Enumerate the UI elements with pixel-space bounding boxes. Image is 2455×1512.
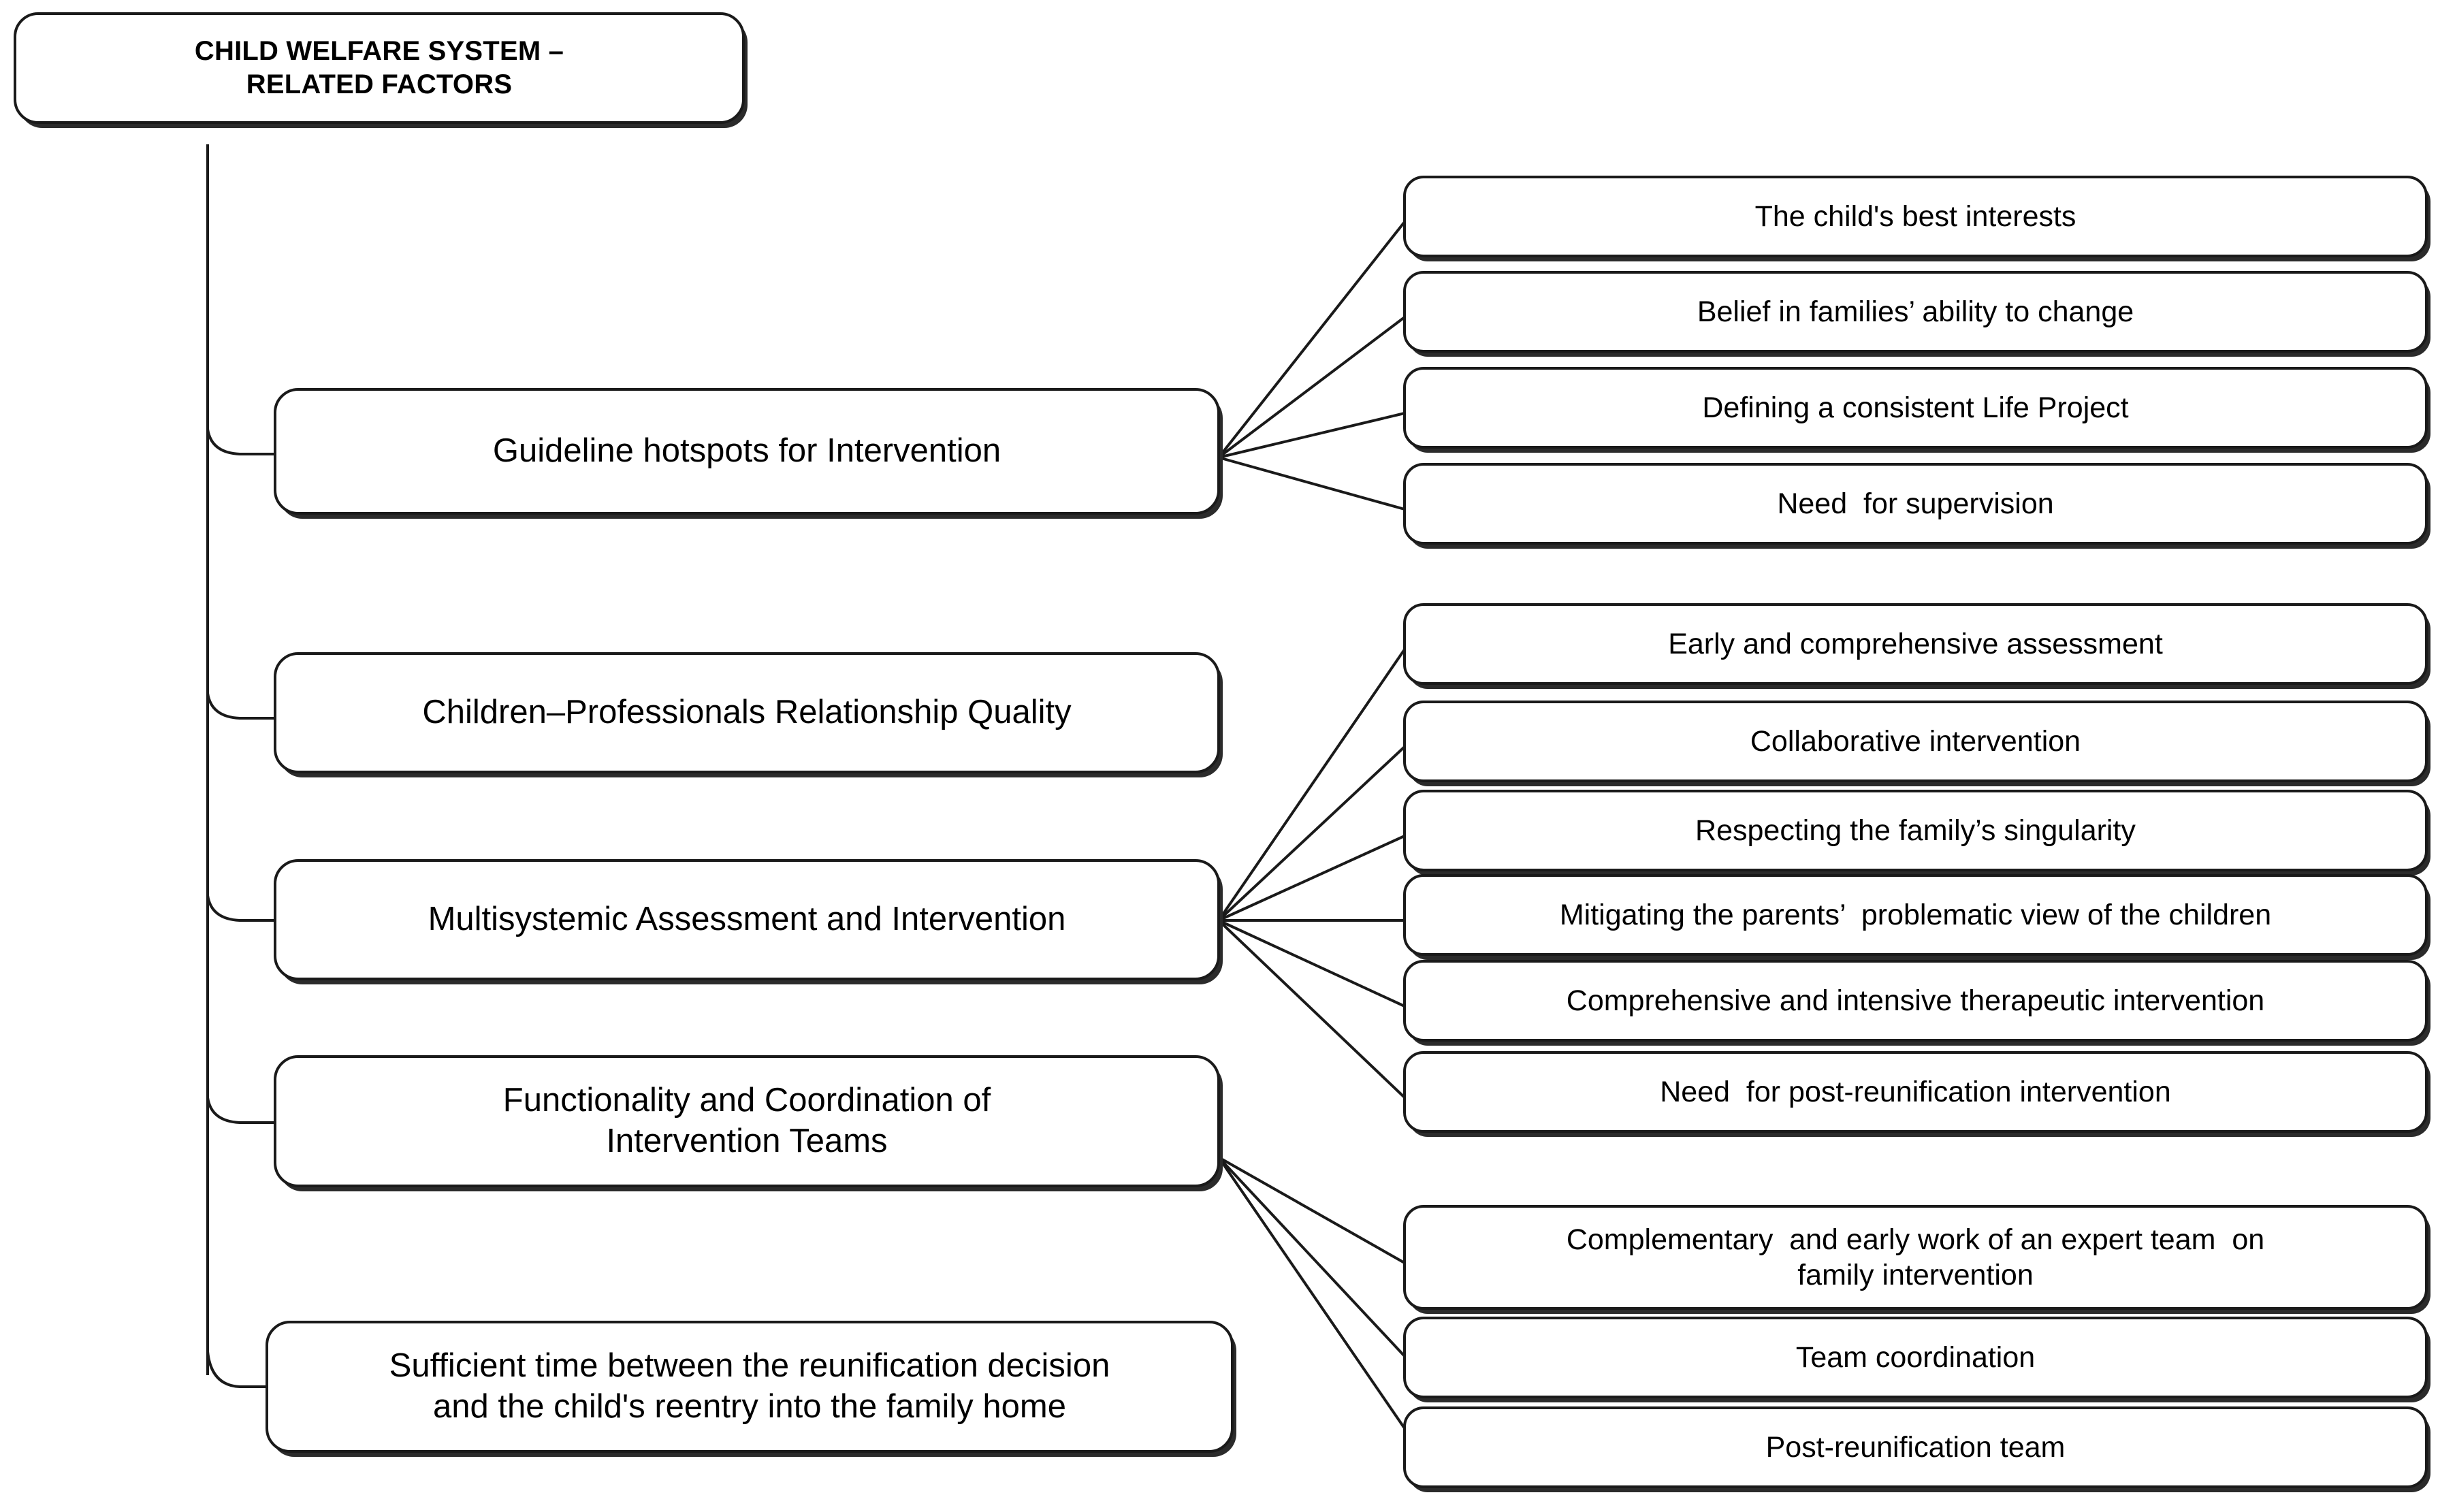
- fan-line-g4: [1218, 456, 1405, 511]
- branch-node-multisystemic-assessment-and-intervention[interactable]: Multisystemic Assessment and Interventio…: [428, 901, 1066, 938]
- fan-line-m3: [1218, 835, 1405, 922]
- leaf-node-need-for-supervision[interactable]: Need for supervision: [1777, 487, 2054, 520]
- branch-node-guideline-hotspots[interactable]: Guideline hotspots for Intervention: [492, 432, 1001, 470]
- leaf-node-need-for-post-reunification-intervention[interactable]: Need for post-reunification intervention: [1660, 1075, 2171, 1108]
- elbow-branch-4: [206, 1097, 275, 1124]
- leaf-node-child-best-interests[interactable]: The child's best interests: [1754, 199, 2076, 233]
- root-node-label: CHILD WELFARE SYSTEM – RELATED FACTORS: [194, 36, 564, 99]
- leaf-node-early-and-comprehensive-assessment[interactable]: Early and comprehensive assessment: [1668, 627, 2163, 660]
- leaf-node-comprehensive-and-intensive-therapeutic-intervention[interactable]: Comprehensive and intensive therapeutic …: [1566, 984, 2265, 1017]
- branch-node-sufficient-time-between-reunification-decision[interactable]: Sufficient time between the reunificatio…: [389, 1347, 1110, 1425]
- elbow-branch-3: [206, 895, 275, 922]
- branch-node-shapes: [266, 388, 1236, 1457]
- root-node-shape: [14, 12, 748, 128]
- fan-line-g3: [1218, 412, 1405, 459]
- elbow-branch-1: [206, 428, 275, 455]
- fan-connectors-guideline: [1217, 221, 1406, 511]
- leaf-node-post-reunification-team[interactable]: Post-reunification team: [1765, 1430, 2066, 1464]
- fan-connectors-functionality: [1217, 1156, 1406, 1430]
- leaf-node-collaborative-intervention[interactable]: Collaborative intervention: [1750, 724, 2081, 758]
- trunk-connectors: [206, 144, 275, 1388]
- fan-line-f3: [1217, 1156, 1406, 1430]
- branch-node-children-professionals-relationship-quality[interactable]: Children–Professionals Relationship Qual…: [422, 694, 1072, 731]
- fan-connectors-multisystemic: [1217, 648, 1406, 1099]
- leaf-node-shapes: [1403, 176, 2430, 1492]
- elbow-branch-5: [206, 1351, 275, 1388]
- leaf-node-team-coordination[interactable]: Team coordination: [1795, 1340, 2036, 1374]
- leaf-node-belief-in-families-ability-to-change[interactable]: Belief in families’ ability to change: [1697, 295, 2134, 328]
- elbow-branch-2: [206, 692, 275, 720]
- fan-line-f1: [1218, 1156, 1405, 1264]
- fan-line-m5: [1218, 919, 1405, 1008]
- fan-line-f2: [1217, 1156, 1406, 1357]
- leaf-node-defining-a-consistent-life-project[interactable]: Defining a consistent Life Project: [1702, 391, 2129, 424]
- fan-line-g1: [1217, 221, 1406, 459]
- leaf-node-respecting-the-familys-singularity[interactable]: Respecting the family’s singularity: [1695, 814, 2136, 847]
- branch-node-functionality-and-coordination-of-intervention-teams[interactable]: Functionality and Coordination of Interv…: [502, 1082, 991, 1159]
- fan-line-m2: [1217, 745, 1406, 922]
- fan-line-g2: [1217, 316, 1406, 459]
- leaf-node-complementary-and-early-work-of-an-expert-team[interactable]: Complementary and early work of an exper…: [1566, 1223, 2265, 1291]
- leaf-node-mitigating-the-parents-problematic-view-of-the-children[interactable]: Mitigating the parents’ problematic view…: [1559, 898, 2272, 931]
- fan-line-m6: [1217, 919, 1406, 1099]
- fan-line-m1: [1217, 648, 1406, 922]
